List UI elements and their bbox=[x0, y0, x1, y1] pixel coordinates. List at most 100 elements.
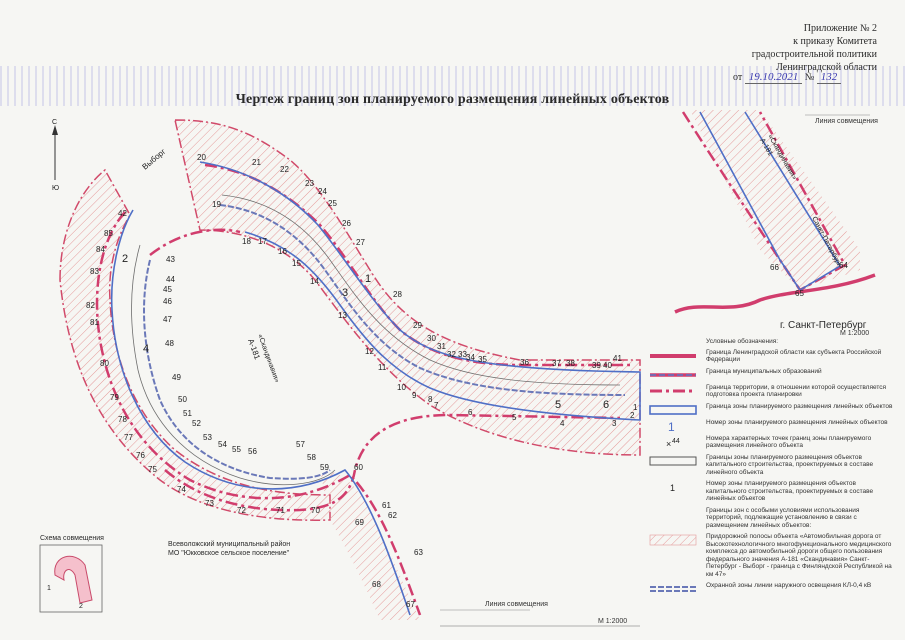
point-59: 59 bbox=[320, 463, 329, 472]
zone-number-6: 6 bbox=[603, 399, 609, 411]
point-labels: 1 2 3 4 5 6 7 8 9 10 11 12 13 14 15 16 1… bbox=[86, 153, 848, 609]
point-37: 37 bbox=[552, 359, 561, 368]
legend-symbol-roadside bbox=[649, 534, 697, 546]
legend-text-points: Номера характерных точек границ зоны пла… bbox=[706, 434, 872, 450]
point-4: 4 bbox=[560, 419, 565, 428]
point-10: 10 bbox=[397, 383, 406, 392]
point-2: 2 bbox=[630, 411, 635, 420]
point-16: 16 bbox=[278, 247, 287, 256]
legend-item-roadside: Придорожной полосы объекта «Автомобильна… bbox=[648, 533, 893, 578]
legend-text-region-border: Граница Ленинградской области как субъек… bbox=[706, 348, 882, 364]
legend-item-territory: Граница территории, в отношении которой … bbox=[648, 384, 893, 399]
point-76: 76 bbox=[136, 451, 145, 460]
district-label: Всеволожский муниципальный район МО "Юкк… bbox=[168, 540, 368, 558]
point-48: 48 bbox=[165, 339, 174, 348]
point-26: 26 bbox=[342, 219, 351, 228]
stamp-line-4: Ленинградской области bbox=[776, 62, 877, 73]
point-32: 32 bbox=[447, 350, 456, 359]
district-line-2: МО "Юкковское сельское поселение" bbox=[168, 550, 290, 557]
point-83: 83 bbox=[90, 267, 99, 276]
point-50: 50 bbox=[178, 395, 187, 404]
point-66: 66 bbox=[770, 263, 779, 272]
legend-text-zone-boundary: Граница зоны планируемого размещения лин… bbox=[706, 402, 893, 410]
point-38: 38 bbox=[566, 359, 575, 368]
point-60: 60 bbox=[354, 463, 363, 472]
stamp-line-2: к приказу Комитета bbox=[793, 36, 877, 47]
line-sov-top-label: Линия совмещения bbox=[815, 118, 878, 125]
legend-text-municipal-border: Граница муниципальных образований bbox=[706, 367, 822, 375]
point-19: 19 bbox=[212, 200, 221, 209]
point-53: 53 bbox=[203, 433, 212, 442]
south-letter: Ю bbox=[52, 185, 59, 192]
stamp-date: от 19.10.2021 № 132 bbox=[733, 71, 883, 84]
point-6: 6 bbox=[468, 408, 473, 417]
point-39: 39 bbox=[592, 361, 601, 370]
vyborg-label: Выборг bbox=[141, 147, 168, 172]
point-13: 13 bbox=[338, 311, 347, 320]
point-63: 63 bbox=[414, 548, 423, 557]
point-54: 54 bbox=[218, 440, 227, 449]
scale-main: М 1:2000 bbox=[598, 618, 628, 625]
point-47: 47 bbox=[163, 315, 172, 324]
roadside-zone-right bbox=[174, 119, 641, 456]
scale-inset: М 1:2000 bbox=[840, 330, 870, 337]
point-70: 70 bbox=[311, 506, 320, 515]
point-5: 5 bbox=[512, 413, 517, 422]
point-85: 85 bbox=[104, 229, 113, 238]
point-17: 17 bbox=[258, 237, 267, 246]
zone-number-1: 1 bbox=[365, 273, 371, 285]
point-74: 74 bbox=[177, 485, 186, 494]
point-14: 14 bbox=[310, 277, 319, 286]
point-8: 8 bbox=[428, 395, 433, 404]
point-67: 67 bbox=[406, 600, 415, 609]
point-75: 75 bbox=[148, 465, 157, 474]
point-69: 69 bbox=[355, 518, 364, 527]
zone-number-4: 4 bbox=[143, 343, 149, 355]
legend-oks-number-glyph: 1 bbox=[670, 483, 675, 493]
zone-boundary-main bbox=[110, 209, 411, 616]
point-43: 43 bbox=[166, 255, 175, 264]
point-36: 36 bbox=[520, 358, 529, 367]
legend-symbol-region-border bbox=[650, 353, 696, 358]
planning-territory-boundary-lower bbox=[164, 413, 621, 512]
point-9: 9 bbox=[412, 391, 417, 400]
point-52: 52 bbox=[192, 419, 201, 428]
legend-text-zone-number: Номер зоны планируемого размещения линей… bbox=[706, 418, 888, 426]
approval-stamp: Приложение № 2 к приказу Комитета градос… bbox=[647, 22, 877, 74]
point-78: 78 bbox=[118, 415, 127, 424]
point-33: 33 bbox=[458, 350, 467, 359]
planning-territory-boundary-inner bbox=[149, 228, 241, 256]
point-51: 51 bbox=[183, 409, 192, 418]
line-sov-bottom-label: Линия совмещения bbox=[485, 601, 548, 608]
point-24: 24 bbox=[318, 187, 327, 196]
district-line-1: Всеволожский муниципальный район bbox=[168, 541, 291, 548]
legend-zone-number-glyph: 1 bbox=[668, 420, 675, 432]
legend-text-lighting: Охранной зоны линии наружного освещения … bbox=[706, 582, 872, 589]
point-29: 29 bbox=[413, 321, 422, 330]
point-31: 31 bbox=[437, 342, 446, 351]
legend-symbol-territory bbox=[650, 389, 696, 392]
roadside-zone-bottom bbox=[320, 470, 420, 620]
scan-noise-band bbox=[0, 66, 905, 106]
legend: Условные обозначения: Граница Ленинградс… bbox=[648, 338, 893, 598]
point-58: 58 bbox=[307, 453, 316, 462]
point-7: 7 bbox=[434, 401, 439, 410]
point-71: 71 bbox=[276, 506, 285, 515]
date-prefix: от bbox=[733, 72, 743, 83]
scheme-inset: 1 2 bbox=[39, 544, 103, 613]
point-23: 23 bbox=[305, 179, 314, 188]
legend-item-points: ×44 Номера характерных точек границ зоны… bbox=[648, 435, 893, 450]
legend-text-roadside: Придорожной полосы объекта «Автомобильна… bbox=[706, 533, 892, 578]
point-28: 28 bbox=[393, 290, 402, 299]
legend-text-zouit: Границы зон с особыми условиями использо… bbox=[706, 506, 860, 529]
legend-text-territory: Граница территории, в отношении которой … bbox=[706, 383, 887, 399]
point-41: 41 bbox=[613, 354, 622, 363]
spb-city-label: г. Санкт-Петербург bbox=[780, 320, 867, 331]
point-18: 18 bbox=[242, 237, 251, 246]
point-20: 20 bbox=[197, 153, 206, 162]
point-44: 44 bbox=[166, 275, 175, 284]
number-prefix: № bbox=[804, 72, 815, 83]
number-value: 132 bbox=[820, 71, 838, 83]
point-46: 46 bbox=[163, 297, 172, 306]
point-34: 34 bbox=[466, 353, 475, 362]
